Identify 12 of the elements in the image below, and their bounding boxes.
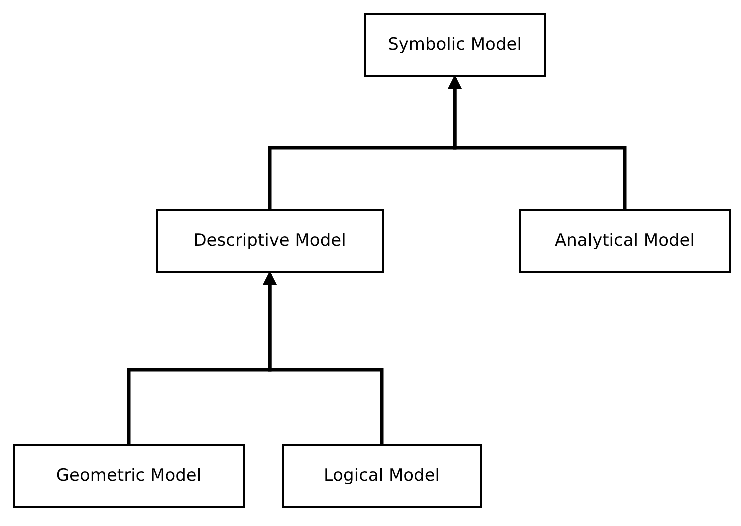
node-label: Logical Model (324, 466, 440, 486)
node-label: Geometric Model (56, 466, 202, 486)
node-label: Descriptive Model (194, 231, 346, 251)
model-box (156, 209, 384, 273)
node-label: Symbolic Model (388, 35, 522, 55)
node-label: Analytical Model (555, 231, 695, 251)
model-box (282, 444, 482, 508)
connector-arrow (448, 75, 627, 209)
connector-arrow (263, 271, 384, 444)
model-box (364, 13, 546, 77)
model-box (519, 209, 731, 273)
model-box (13, 444, 245, 508)
